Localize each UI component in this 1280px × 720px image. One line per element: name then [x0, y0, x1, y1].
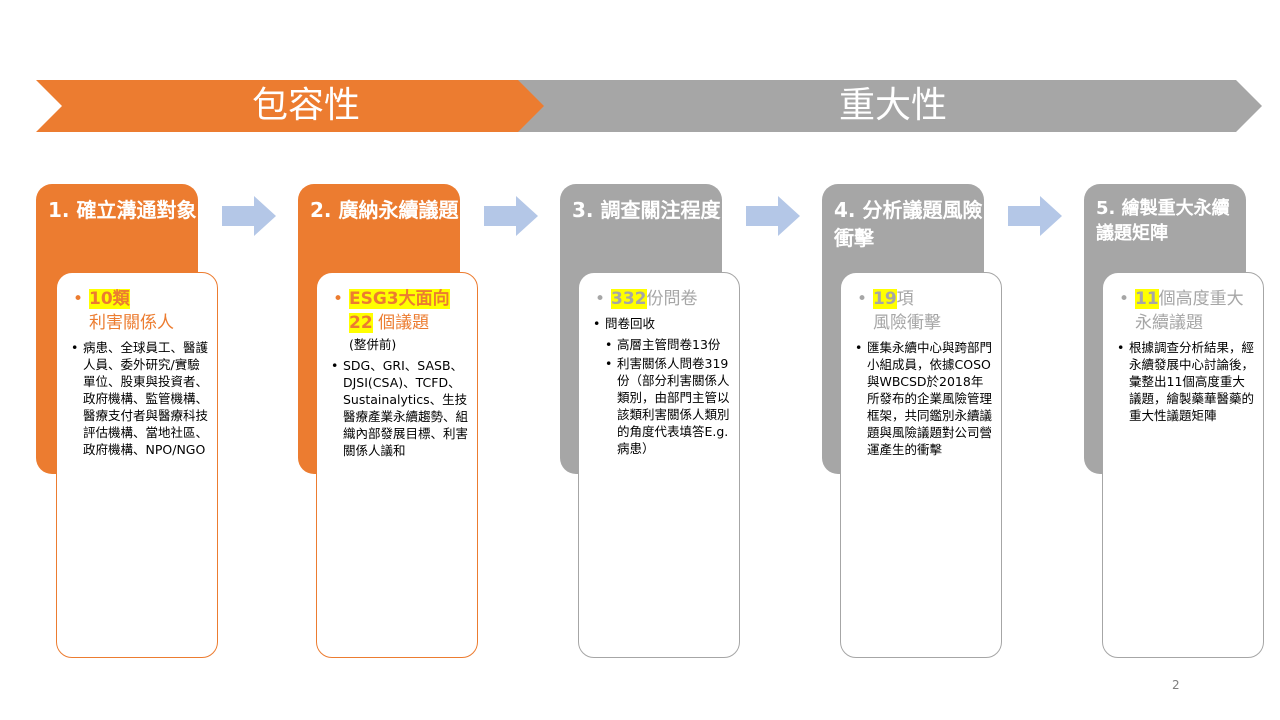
bullet-icon: • [73, 289, 84, 309]
banner-materiality-label: 重大性 [838, 85, 947, 126]
step-3-subpoint: 利害關係人問卷319份（部分利害關係人類別，由部門主管以該類利害關係人類別的角度… [605, 355, 731, 457]
step-5-headline: • 11個高度重大永續議題 [1117, 287, 1255, 335]
banner-materiality: 重大性 [518, 80, 1262, 132]
bullet-icon: • [857, 289, 868, 309]
step-4-title: 4. 分析議題風險衝擊 [834, 198, 983, 250]
step-2-card: • ESG3大面向 22 個議題 (整併前) SDG、GRI、SASB、DJSI… [316, 272, 478, 658]
step-5-headline-number: 11 [1135, 289, 1159, 309]
banner-inclusiveness: 包容性 [36, 80, 546, 132]
step-1-points: 病患、全球員工、醫護人員、委外研究/實驗單位、股東與投資者、政府機構、監管機構、… [71, 339, 209, 458]
step-1-headline-number: 10類 [89, 289, 130, 309]
step-5-points: 根據調查分析結果，經永續發展中心討論後，彙整出11個高度重大議題，繪製藥華醫藥的… [1117, 339, 1255, 424]
step-3-point: 問卷回收 [593, 315, 731, 332]
step-4-card: • 19項 風險衝擊 匯集永續中心與跨部門小組成員，依據COSO與WBCSD於2… [840, 272, 1002, 658]
step-5-card: • 11個高度重大永續議題 根據調查分析結果，經永續發展中心討論後，彙整出11個… [1102, 272, 1264, 658]
step-3-title: 3. 調查關注程度 [572, 198, 721, 222]
right-arrow-icon [1008, 196, 1062, 236]
right-arrow-icon [746, 196, 800, 236]
bullet-icon: • [1119, 289, 1130, 309]
step-2-point: SDG、GRI、SASB、DJSI(CSA)、TCFD、Sustainalyti… [331, 357, 469, 459]
banner-inclusiveness-label: 包容性 [251, 85, 360, 126]
step-1-headline-text: 利害關係人 [89, 313, 174, 333]
step-2-points: SDG、GRI、SASB、DJSI(CSA)、TCFD、Sustainalyti… [331, 357, 469, 459]
step-4-point: 匯集永續中心與跨部門小組成員，依據COSO與WBCSD於2018年所發布的企業風… [855, 339, 993, 458]
step-2-headline-number: ESG3大面向 [349, 289, 450, 309]
step-2-headline: • ESG3大面向 22 個議題 [331, 287, 469, 335]
step-4-points: 匯集永續中心與跨部門小組成員，依據COSO與WBCSD於2018年所發布的企業風… [855, 339, 993, 458]
step-1-title: 1. 確立溝通對象 [48, 198, 197, 222]
step-3-subpoint: 高層主管問卷13份 [605, 336, 731, 353]
banner-materiality-shape [518, 80, 1262, 132]
bullet-icon: • [333, 289, 344, 309]
step-2-headline-text: 個議題 [372, 313, 430, 333]
step-1-headline: • 10類 利害關係人 [71, 287, 209, 335]
step-2-note: (整併前) [349, 337, 397, 352]
step-3-headline-number: 332 [611, 289, 647, 309]
step-3-card: • 332份問卷 問卷回收 高層主管問卷13份 利害關係人問卷319份（部分利害… [578, 272, 740, 658]
step-4-headline-text: 項 [896, 289, 914, 309]
step-4-headline-number: 19 [873, 289, 897, 309]
bullet-icon: • [595, 289, 606, 309]
page-number: 2 [1172, 678, 1180, 692]
right-arrow-icon [222, 196, 276, 236]
step-5-title: 5. 繪製重大永續議題矩陣 [1096, 198, 1230, 244]
step-3-headline-text: 份問卷 [646, 289, 698, 309]
step-5-point: 根據調查分析結果，經永續發展中心討論後，彙整出11個高度重大議題，繪製藥華醫藥的… [1117, 339, 1255, 424]
step-2-headline-number-2: 22 [349, 313, 373, 333]
step-4-headline: • 19項 風險衝擊 [855, 287, 993, 335]
step-4-headline-text-2: 風險衝擊 [873, 313, 941, 333]
step-2-title: 2. 廣納永續議題 [310, 198, 459, 222]
step-3-points: 問卷回收 [593, 315, 731, 332]
right-arrow-icon [484, 196, 538, 236]
step-1-point: 病患、全球員工、醫護人員、委外研究/實驗單位、股東與投資者、政府機構、監管機構、… [71, 339, 209, 458]
step-3-subpoints: 高層主管問卷13份 利害關係人問卷319份（部分利害關係人類別，由部門主管以該類… [593, 336, 731, 457]
step-5-headline-text: 個高度重大永續議題 [1135, 289, 1244, 333]
step-3-headline: • 332份問卷 [593, 287, 731, 311]
step-1-card: • 10類 利害關係人 病患、全球員工、醫護人員、委外研究/實驗單位、股東與投資… [56, 272, 218, 658]
banner-inclusiveness-shape [36, 80, 546, 132]
